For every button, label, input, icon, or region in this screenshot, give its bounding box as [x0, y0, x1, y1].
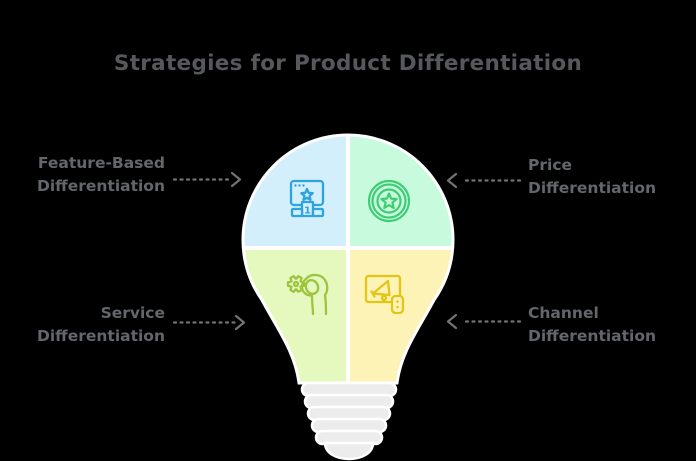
- label-line: Service: [100, 304, 165, 322]
- star-badge-icon: [367, 179, 411, 223]
- quadrant-channel: [348, 248, 453, 383]
- arrowhead-left-icon: [446, 313, 458, 330]
- megaphone-icon: [371, 279, 391, 297]
- bulb-screw-base: [300, 381, 398, 461]
- hand-gear-icon: [286, 273, 329, 316]
- quadrant-service: [243, 248, 348, 383]
- gear-icon: [286, 275, 306, 293]
- megaphone-screen-icon: [364, 274, 405, 315]
- arrowhead-right-icon: [234, 314, 246, 331]
- label-channel-differentiation: Channel Differentiation: [528, 302, 693, 348]
- label-line: Channel: [528, 304, 599, 322]
- diagram-title: Strategies for Product Differentiation: [113, 51, 583, 76]
- label-line: Differentiation: [36, 177, 165, 195]
- label-service-differentiation: Service Differentiation: [8, 302, 165, 348]
- label-line: Differentiation: [528, 179, 657, 197]
- browser-ranking-icon: 1: [289, 179, 325, 218]
- label-feature-based-differentiation: Feature-Based Differentiation: [8, 152, 165, 198]
- arrow-price: [446, 172, 525, 189]
- browser-dots: [294, 184, 305, 187]
- arrowhead-left-icon: [446, 172, 458, 189]
- label-price-differentiation: Price Differentiation: [528, 154, 693, 200]
- label-line: Price: [528, 156, 573, 174]
- label-line: Differentiation: [528, 327, 657, 345]
- arrow-feature-based: [172, 171, 242, 188]
- remote-icon: [390, 294, 405, 315]
- rank-number: 1: [304, 206, 311, 217]
- lightbulb-diagram: 1: [241, 133, 455, 461]
- arrow-service: [172, 314, 246, 331]
- star-icon: [300, 187, 314, 202]
- quadrant-dividers: [243, 135, 453, 383]
- label-line: Feature-Based: [37, 154, 165, 172]
- label-line: Differentiation: [36, 327, 165, 345]
- star-icon: [380, 192, 398, 210]
- arrowhead-right-icon: [230, 171, 242, 188]
- arrow-channel: [446, 313, 525, 330]
